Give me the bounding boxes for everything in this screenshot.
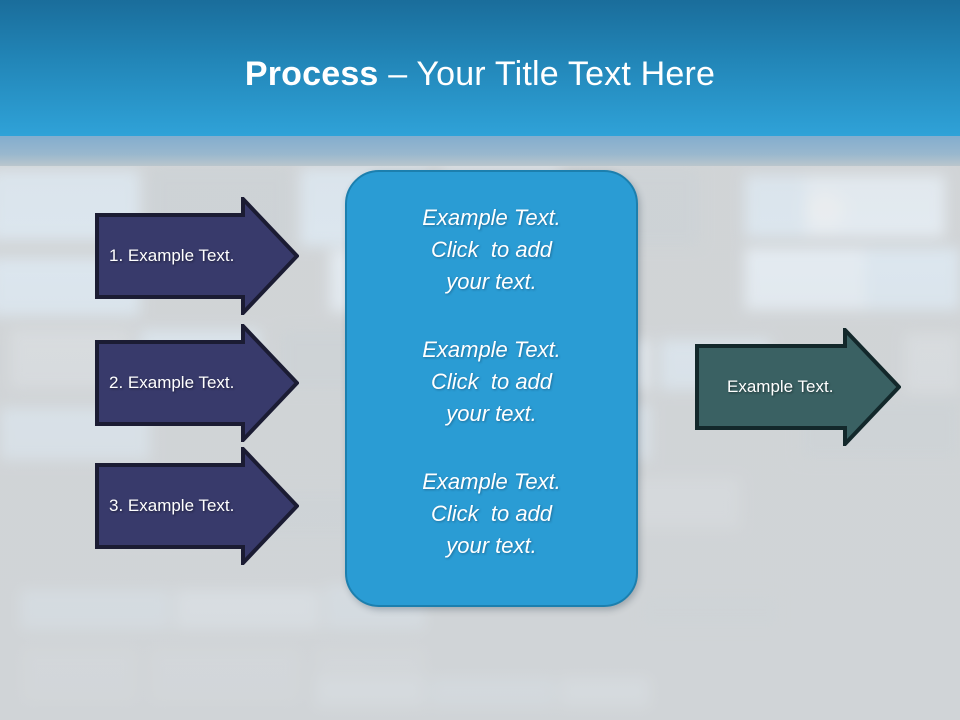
center-text-block-2-line-1: Example Text. <box>422 337 561 362</box>
center-text-block-2: Example Text. Click to add your text. <box>369 334 614 430</box>
process-step-arrow-1-label: 1. Example Text. <box>109 246 235 265</box>
arrow-right-icon <box>95 324 299 442</box>
center-text-block-2-line-3: your text. <box>446 401 537 426</box>
center-text-block-3-line-3: your text. <box>446 533 537 558</box>
center-text-block-3-line-2: Click to add <box>430 501 553 526</box>
process-step-arrow-2[interactable]: 2. Example Text. <box>95 324 299 442</box>
arrow-right-icon <box>95 197 299 315</box>
header-accent-band <box>0 136 960 166</box>
page-title-strong: Process <box>244 55 379 93</box>
center-text-block-1: Example Text. Click to add your text. <box>369 202 614 298</box>
center-text-block-2-line-2: Click to add <box>430 369 553 394</box>
process-step-arrow-3-label: 3. Example Text. <box>109 496 235 515</box>
arrow-right-icon <box>95 447 299 565</box>
center-text-block-1-line-2: Click to add <box>430 237 553 262</box>
center-content-box[interactable]: Example Text. Click to add your text. Ex… <box>345 170 638 607</box>
process-step-arrow-2-label: 2. Example Text. <box>109 373 235 392</box>
page-title: Process – Your Title Text Here <box>0 52 960 96</box>
process-step-arrow-3[interactable]: 3. Example Text. <box>95 447 299 565</box>
center-text-block-1-line-1: Example Text. <box>422 205 561 230</box>
slide-header <box>0 0 960 136</box>
page-title-rest: – Your Title Text Here <box>378 55 716 93</box>
process-output-arrow[interactable]: Example Text. <box>695 328 901 446</box>
center-text-block-3-line-1: Example Text. <box>422 469 561 494</box>
center-text-block-3: Example Text. Click to add your text. <box>369 466 614 562</box>
process-output-arrow-label: Example Text. <box>727 377 834 396</box>
process-step-arrow-1[interactable]: 1. Example Text. <box>95 197 299 315</box>
center-text-block-1-line-3: your text. <box>446 269 537 294</box>
arrow-right-icon <box>695 328 901 446</box>
